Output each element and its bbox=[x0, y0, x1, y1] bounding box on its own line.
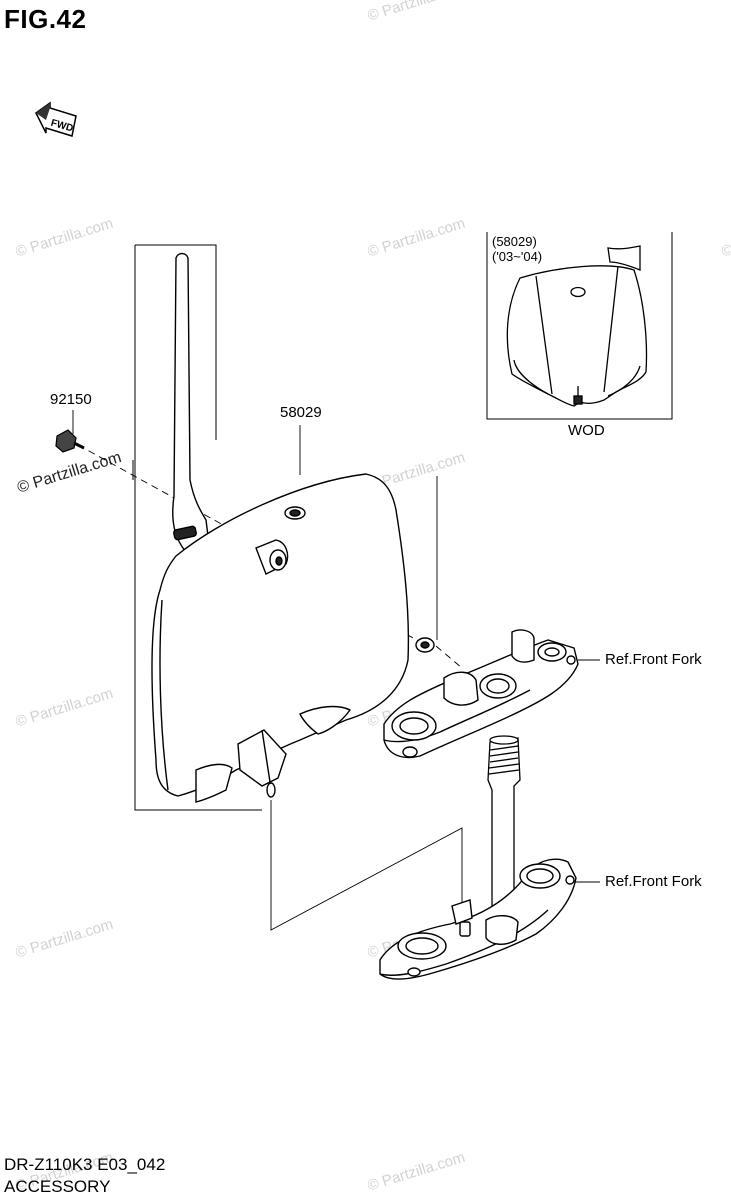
ref-lower-front-fork: Ref.Front Fork bbox=[605, 873, 702, 890]
section-name: ACCESSORY bbox=[4, 1177, 111, 1196]
ref-upper-front-fork: Ref.Front Fork bbox=[605, 651, 702, 668]
number-plate-58029 bbox=[151, 252, 435, 803]
fwd-arrow-icon: FWD bbox=[35, 101, 77, 137]
lower-fork-bracket bbox=[379, 858, 577, 980]
part-number-bolt: 92150 bbox=[50, 391, 92, 408]
assembly-frame bbox=[132, 244, 262, 811]
figure-title: FIG.42 bbox=[4, 4, 87, 34]
footer: DR-Z110K3 E03_042 ACCESSORY bbox=[4, 1154, 165, 1198]
inset-part-ref: (58029) bbox=[492, 234, 537, 249]
inset-years: ('03~'04) bbox=[492, 249, 543, 264]
bolt-92150 bbox=[55, 429, 85, 453]
upper-fork-bracket bbox=[383, 629, 579, 759]
inset-caption: WOD bbox=[568, 422, 605, 439]
inset-frame bbox=[486, 232, 673, 420]
part-number-number-plate: 58029 bbox=[280, 404, 322, 421]
model-code: DR-Z110K3 E03_042 bbox=[4, 1155, 166, 1174]
inset-number-plate bbox=[506, 245, 648, 407]
